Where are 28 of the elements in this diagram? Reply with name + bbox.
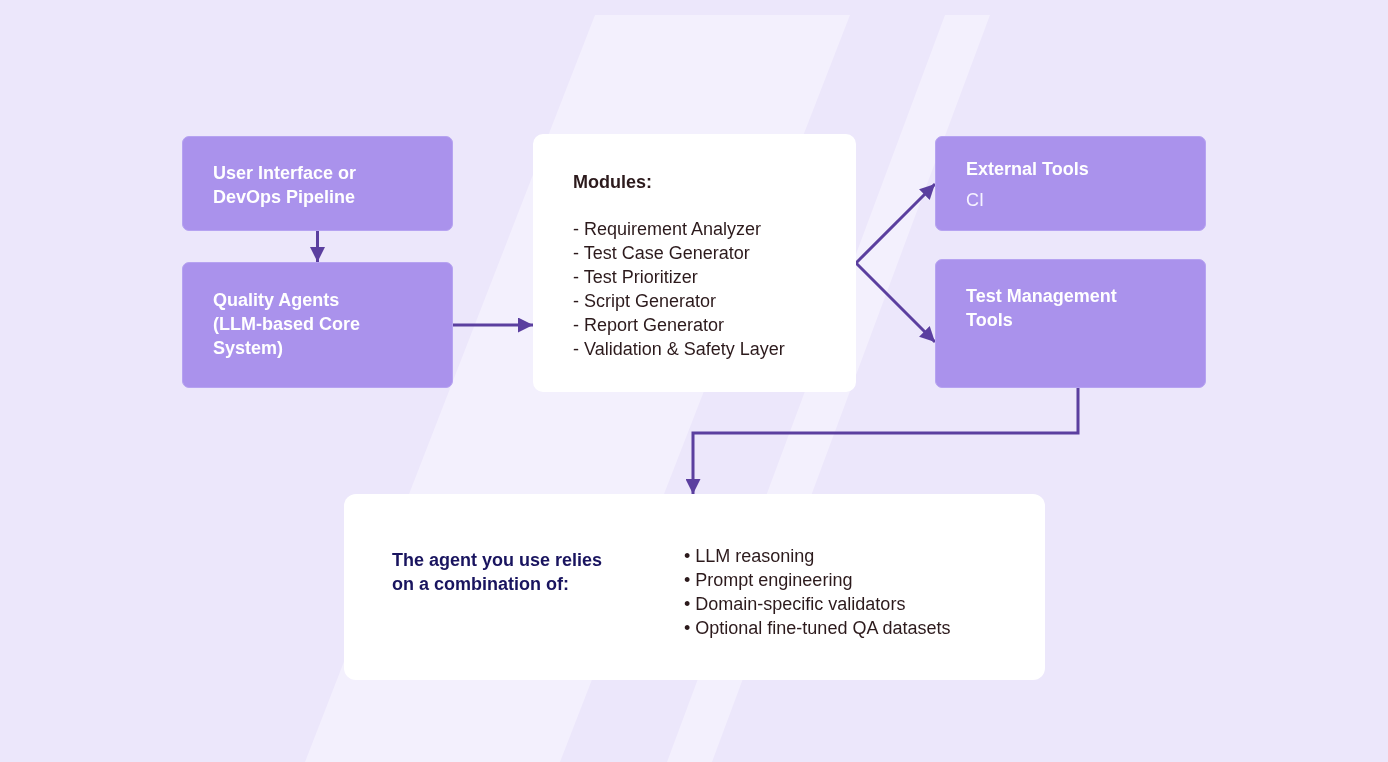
bullet-item: • Optional fine-tuned QA datasets (684, 617, 951, 640)
arrow (685, 388, 1080, 494)
arrow (453, 317, 533, 333)
arrow (310, 231, 325, 262)
process-box (182, 262, 453, 388)
summary-card (344, 494, 1045, 680)
box-title: User Interface or DevOps Pipeline (213, 162, 358, 209)
card-heading: Modules: (573, 171, 652, 194)
process-box (935, 259, 1206, 388)
box-title: Quality Agents (LLM-based Core System) (213, 289, 361, 360)
process-box (182, 136, 453, 231)
summary-heading: The agent you use relies on a combination of: (392, 549, 604, 596)
arrow (854, 261, 937, 344)
bullet-item: • Domain-specific validators (684, 593, 906, 616)
list-item: - Requirement Analyzer (573, 218, 762, 241)
process-box (935, 136, 1206, 231)
list-item: - Test Case Generator (573, 242, 750, 265)
list-item: - Script Generator (573, 290, 717, 313)
bullet-item: • LLM reasoning (684, 545, 815, 568)
box-title: Test Management Tools (966, 285, 1118, 332)
list-item: - Test Prioritizer (573, 266, 698, 289)
box-title: External Tools (966, 158, 1089, 181)
list-item: - Validation & Safety Layer (573, 338, 785, 361)
arrow (854, 182, 937, 265)
module-card (533, 134, 856, 392)
list-item: - Report Generator (573, 314, 725, 337)
bullet-item: • Prompt engineering (684, 569, 853, 592)
box-text: CI (966, 189, 984, 212)
